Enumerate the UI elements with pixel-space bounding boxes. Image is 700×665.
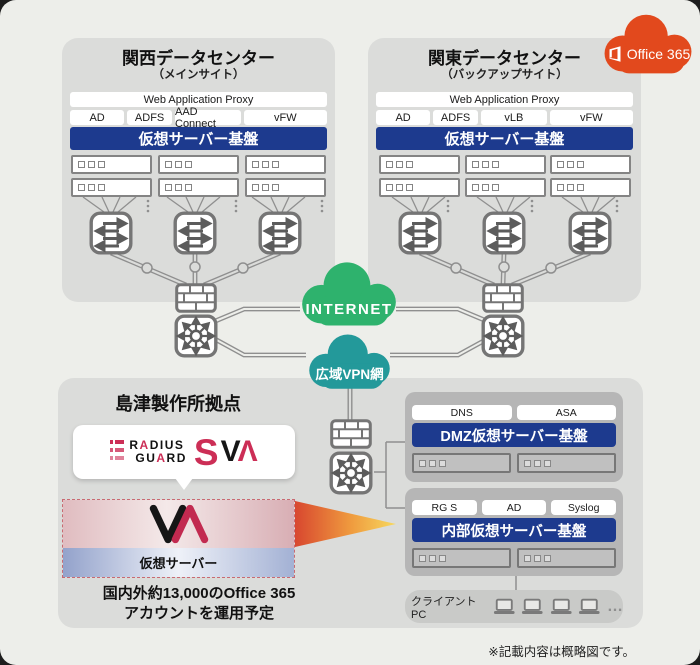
firewall-icon	[330, 419, 372, 449]
account-note: 国内外約13,000のOffice 365 アカウントを運用予定	[102, 585, 296, 623]
kanto-title: 関東データセンター	[428, 49, 581, 68]
logo-bars-icon	[110, 440, 125, 460]
internet-cloud: INTERNET	[293, 258, 405, 332]
pill-ad: AD	[376, 110, 431, 125]
server-box	[379, 178, 460, 197]
server-box	[71, 178, 152, 197]
va-mark-icon	[149, 504, 208, 544]
pill-syslog: Syslog	[551, 500, 617, 515]
pill-dns: DNS	[412, 405, 512, 420]
office365-cloud: Office 365	[596, 11, 700, 79]
switch-icon	[482, 211, 526, 255]
office365-row: Office 365	[596, 45, 700, 63]
logo-v: V	[220, 435, 241, 468]
kanto-proxy-bar: Web Application Proxy	[376, 92, 633, 107]
server-box	[550, 155, 631, 174]
pill-vlb: vLB	[481, 110, 547, 125]
radius-guard-logo: RADIUS GUARD S V Λ	[73, 425, 295, 479]
server-box	[245, 155, 326, 174]
internet-label: INTERNET	[305, 301, 393, 318]
router-icon	[174, 314, 218, 358]
kansai-platform-bar: 仮想サーバー基盤	[70, 127, 327, 150]
more-clients-ellipsis: …	[607, 597, 624, 615]
switch-icon	[258, 211, 302, 255]
server-box	[158, 178, 239, 197]
server-box	[379, 155, 460, 174]
pill-adfs: ADFS	[127, 110, 172, 125]
server-box	[412, 453, 511, 473]
switch-icon	[568, 211, 612, 255]
logo-bubble-tail	[175, 478, 193, 490]
kansai-proxy-bar: Web Application Proxy	[70, 92, 327, 107]
office-logo-icon	[609, 46, 621, 62]
pill-asa: ASA	[516, 405, 616, 420]
client-pc-label: クライアントPC	[411, 595, 477, 621]
dmz-platform-bar: DMZ仮想サーバー基盤	[412, 423, 616, 447]
switch-icon	[89, 211, 133, 255]
server-box	[412, 548, 511, 568]
logo-wordmark: RADIUS GUARD	[129, 438, 187, 465]
pill-aad-connect: AAD Connect	[175, 106, 241, 130]
internal-pills: RG S AD Syslog	[412, 500, 617, 515]
laptop-icon	[550, 598, 573, 615]
firewall-icon	[482, 283, 524, 313]
kansai-subtitle: （メインサイト）	[152, 69, 245, 81]
router-icon	[329, 451, 373, 495]
server-box	[550, 178, 631, 197]
kanto-subtitle: （バックアップサイト）	[441, 69, 568, 81]
dmz-pills: DNS ASA	[412, 405, 616, 420]
laptop-icon	[493, 598, 516, 615]
server-box	[245, 178, 326, 197]
laptop-icon	[521, 598, 544, 615]
pill-ad: AD	[70, 110, 125, 125]
kanto-role-pills: AD ADFS vLB vFW	[376, 110, 633, 125]
server-box	[71, 155, 152, 174]
server-box	[158, 155, 239, 174]
footnote: ※記載内容は概略図です。	[488, 645, 635, 659]
switch-icon	[398, 211, 442, 255]
internal-platform-bar: 内部仮想サーバー基盤	[412, 518, 616, 542]
server-box	[517, 453, 616, 473]
kansai-role-pills: AD ADFS AAD Connect vFW	[70, 106, 327, 130]
logo-a-mark: Λ	[237, 435, 258, 468]
kanto-platform-bar: 仮想サーバー基盤	[376, 127, 633, 150]
virtual-server-label: 仮想サーバー	[63, 548, 294, 577]
vpn-label: 広域VPN網	[315, 367, 384, 382]
vpn-cloud: 広域VPN網	[301, 331, 398, 394]
site-title: 島津製作所拠点	[115, 394, 241, 414]
pill-adfs: ADFS	[433, 110, 478, 125]
router-icon	[481, 314, 525, 358]
pill-ad: AD	[481, 500, 547, 515]
pill-vfw: vFW	[549, 110, 633, 125]
switch-icon	[173, 211, 217, 255]
laptop-icon	[578, 598, 601, 615]
office365-label: Office 365	[626, 46, 691, 62]
server-box	[465, 178, 546, 197]
firewall-icon	[175, 283, 217, 313]
logo-s: S	[193, 431, 219, 473]
server-box	[465, 155, 546, 174]
server-box	[517, 548, 616, 568]
kansai-title: 関西データセンター	[122, 49, 275, 68]
virtual-server-box: 仮想サーバー	[62, 499, 295, 578]
pill-rgs: RG S	[412, 500, 477, 515]
client-pc-row: クライアントPC …	[411, 590, 623, 623]
va-mark-area	[63, 500, 294, 548]
pill-vfw: vFW	[243, 110, 327, 125]
